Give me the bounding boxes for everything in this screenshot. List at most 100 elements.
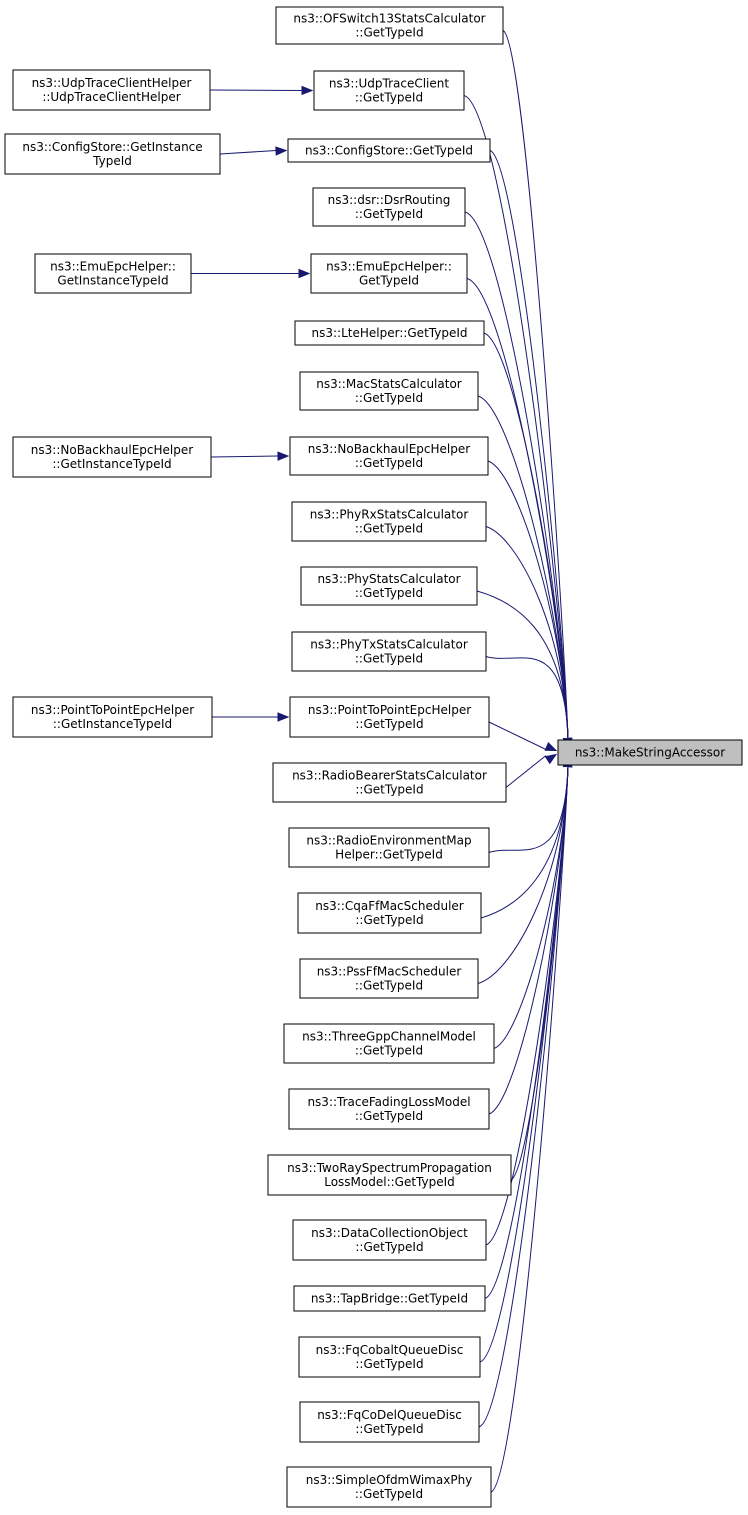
node-make-string-accessor[interactable]: ns3::MakeStringAccessor xyxy=(557,739,743,766)
node-box xyxy=(293,1285,486,1312)
node-label: ::GetTypeId xyxy=(355,91,423,105)
node-p2p-epc[interactable]: ns3::PointToPointEpcHelper::GetTypeId xyxy=(289,696,490,738)
edge-line xyxy=(476,590,569,739)
node-label: ns3::EmuEpcHelper:: xyxy=(50,260,176,274)
node-label: ::GetInstanceTypeId xyxy=(53,717,172,731)
node-label: ::GetTypeId xyxy=(355,913,423,927)
node-box xyxy=(12,696,213,738)
node-phy-tx-stats[interactable]: ns3::PhyTxStatsCalculator::GetTypeId xyxy=(291,631,487,672)
node-box xyxy=(312,187,466,227)
node-label: TypeId xyxy=(92,154,132,168)
node-label: ns3::TwoRaySpectrumPropagation xyxy=(287,1161,492,1175)
edge-no-backhaul-instance xyxy=(210,451,290,461)
edge-udp-trace-client-helper xyxy=(209,85,314,96)
node-box xyxy=(294,320,485,346)
node-data-collection[interactable]: ns3::DataCollectionObject::GetTypeId xyxy=(292,1219,487,1261)
edge-line xyxy=(483,332,569,739)
node-label: ns3::ConfigStore::GetTypeId xyxy=(305,144,473,158)
edge-line xyxy=(485,656,569,739)
node-two-ray[interactable]: ns3::TwoRaySpectrumPropagationLossModel:… xyxy=(267,1154,512,1196)
node-box xyxy=(557,739,743,766)
node-box xyxy=(313,70,465,111)
node-udp-trace-client[interactable]: ns3::UdpTraceClient::GetTypeId xyxy=(313,70,465,111)
node-label: ns3::RadioEnvironmentMap xyxy=(306,834,471,848)
node-label: ns3::MakeStringAccessor xyxy=(575,746,725,760)
node-box xyxy=(289,696,490,738)
node-config-store-instance[interactable]: ns3::ConfigStore::GetInstanceTypeId xyxy=(4,133,221,175)
node-label: GetTypeId xyxy=(359,274,419,288)
node-three-gpp[interactable]: ns3::ThreeGppChannelModel::GetTypeId xyxy=(283,1023,495,1064)
node-label: ::GetTypeId xyxy=(355,1109,423,1123)
node-label: ns3::ConfigStore::GetInstance xyxy=(22,140,202,154)
node-label: ::GetTypeId xyxy=(355,522,423,536)
edge-line xyxy=(505,755,547,788)
node-label: ns3::UdpTraceClientHelper xyxy=(32,76,192,90)
node-radio-bearer[interactable]: ns3::RadioBearerStatsCalculator::GetType… xyxy=(272,762,507,803)
node-phy-rx-stats[interactable]: ns3::PhyRxStatsCalculator::GetTypeId xyxy=(291,501,487,542)
edge-line xyxy=(490,766,569,1493)
node-box xyxy=(300,566,478,606)
node-box xyxy=(299,958,479,999)
node-label: ::GetTypeId xyxy=(355,1240,423,1254)
node-config-store[interactable]: ns3::ConfigStore::GetTypeId xyxy=(287,138,491,163)
node-fq-codel[interactable]: ns3::FqCoDelQueueDisc::GetTypeId xyxy=(299,1401,480,1443)
edge-line xyxy=(478,766,569,1428)
node-box xyxy=(288,827,490,868)
edge-line xyxy=(477,395,569,739)
node-phy-stats[interactable]: ns3::PhyStatsCalculator::GetTypeId xyxy=(300,566,478,606)
node-emu-epc-instance[interactable]: ns3::EmuEpcHelper::GetInstanceTypeId xyxy=(34,253,192,294)
node-label: ns3::RadioBearerStatsCalculator xyxy=(292,769,487,783)
edge-p2p-epc-to-target xyxy=(488,721,558,752)
node-label: Helper::GetTypeId xyxy=(335,848,443,862)
node-rem-helper[interactable]: ns3::RadioEnvironmentMapHelper::GetTypeI… xyxy=(288,827,490,868)
node-fq-cobalt[interactable]: ns3::FqCobaltQueueDisc::GetTypeId xyxy=(298,1336,481,1378)
node-label: ns3::EmuEpcHelper:: xyxy=(326,260,452,274)
node-box xyxy=(289,436,489,476)
edge-mac-stats-to-target xyxy=(477,395,573,750)
node-cqa-ff[interactable]: ns3::CqaFfMacScheduler::GetTypeId xyxy=(297,892,482,934)
node-label: ns3::FqCoDelQueueDisc xyxy=(317,1408,462,1422)
node-mac-stats[interactable]: ns3::MacStatsCalculator::GetTypeId xyxy=(299,371,479,411)
node-dsr-routing[interactable]: ns3::dsr::DsrRouting::GetTypeId xyxy=(312,187,466,227)
node-no-backhaul-instance[interactable]: ns3::NoBackhaulEpcHelper::GetInstanceTyp… xyxy=(12,436,212,478)
node-label: ::GetTypeId xyxy=(355,1487,423,1501)
node-label: ns3::ThreeGppChannelModel xyxy=(302,1030,476,1044)
node-p2p-epc-instance[interactable]: ns3::PointToPointEpcHelper::GetInstanceT… xyxy=(12,696,213,738)
node-no-backhaul[interactable]: ns3::NoBackhaulEpcHelper::GetTypeId xyxy=(289,436,489,476)
node-label: ns3::UdpTraceClient xyxy=(329,77,449,91)
node-ofswitch13[interactable]: ns3::OFSwitch13StatsCalculator::GetTypeI… xyxy=(275,6,504,45)
node-pss-ff[interactable]: ns3::PssFfMacScheduler::GetTypeId xyxy=(299,958,479,999)
edge-line xyxy=(209,89,303,91)
node-box xyxy=(283,1023,495,1064)
node-box xyxy=(286,1466,492,1508)
arrow-head xyxy=(277,451,290,461)
node-emu-epc-helper[interactable]: ns3::EmuEpcHelper::GetTypeId xyxy=(310,253,468,294)
node-label: ::GetTypeId xyxy=(355,1422,423,1436)
edges-layer xyxy=(191,30,573,1493)
node-box xyxy=(267,1154,512,1196)
node-label: ns3::DataCollectionObject xyxy=(311,1226,468,1240)
node-trace-fading[interactable]: ns3::TraceFadingLossModel::GetTypeId xyxy=(288,1088,490,1130)
node-box xyxy=(291,631,487,672)
node-label: ns3::PhyStatsCalculator xyxy=(317,572,460,586)
node-label: ns3::PssFfMacScheduler xyxy=(317,965,462,979)
node-label: ::GetTypeId xyxy=(355,391,423,405)
edge-radio-bearer-to-target xyxy=(505,753,558,788)
edge-line xyxy=(219,150,277,155)
node-udp-trace-client-helper[interactable]: ns3::UdpTraceClientHelper::UdpTraceClien… xyxy=(12,69,211,111)
node-label: ::GetTypeId xyxy=(355,979,423,993)
node-label: GetInstanceTypeId xyxy=(57,274,168,288)
node-label: ns3::PointToPointEpcHelper xyxy=(31,703,194,717)
node-label: ::GetTypeId xyxy=(355,586,423,600)
edge-line xyxy=(488,766,569,1115)
node-label: ::GetTypeId xyxy=(355,456,423,470)
edge-line xyxy=(502,30,569,739)
node-box xyxy=(12,436,212,478)
node-tap-bridge[interactable]: ns3::TapBridge::GetTypeId xyxy=(293,1285,486,1312)
node-simple-ofdm[interactable]: ns3::SimpleOfdmWimaxPhy::GetTypeId xyxy=(286,1466,492,1508)
node-box xyxy=(299,371,479,411)
node-box xyxy=(34,253,192,294)
node-lte-helper[interactable]: ns3::LteHelper::GetTypeId xyxy=(294,320,485,346)
node-label: ns3::SimpleOfdmWimaxPhy xyxy=(306,1473,473,1487)
node-label: ns3::PhyTxStatsCalculator xyxy=(310,638,468,652)
